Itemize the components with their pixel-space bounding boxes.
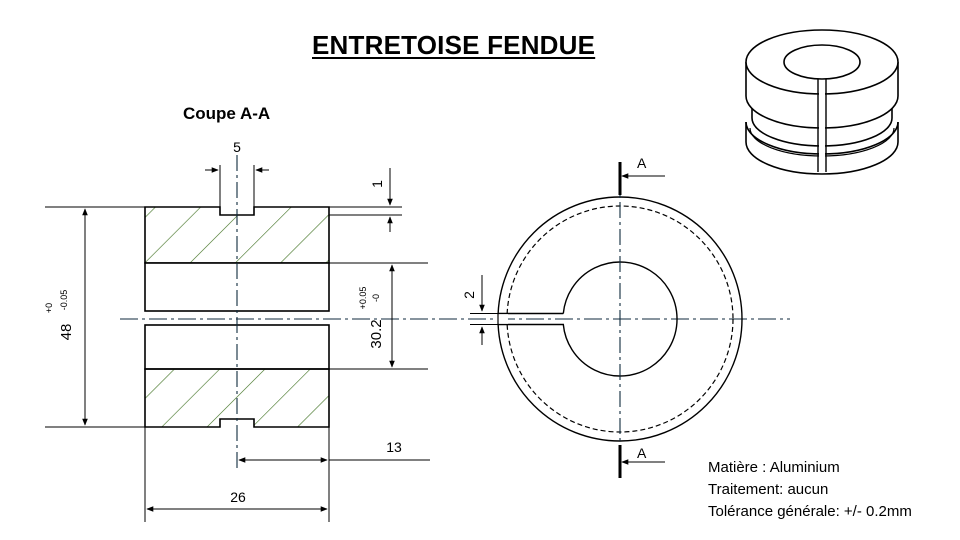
drawing-title: ENTRETOISE FENDUE <box>312 30 596 60</box>
dim-outer-tol-lower: -0.05 <box>59 290 69 311</box>
dim-slot-width: 5 <box>233 139 241 155</box>
cut-marker-top: A <box>637 155 647 171</box>
dim-groove-depth: 1 <box>369 180 385 188</box>
section-label: Coupe A-A <box>183 104 271 123</box>
inner-bore-with-split <box>498 261 678 377</box>
spec-treatment: Traitement: aucun <box>708 481 829 498</box>
dim-total-width: 26 <box>230 489 246 505</box>
dim-half-width: 13 <box>386 439 402 455</box>
dim-inner-tol-upper: +0.05 <box>358 287 368 310</box>
spec-tolerance: Tolérance générale: +/- 0.2mm <box>708 503 912 520</box>
front-view: A A 2 <box>461 155 743 478</box>
cut-marker-bottom: A <box>637 445 647 461</box>
specifications-block: Matière : Aluminium Traitement: aucun To… <box>708 457 912 523</box>
dim-split-gap: 2 <box>461 291 477 299</box>
dim-outer-diameter: 48 <box>58 324 75 341</box>
dim-inner-diameter: 30.2 <box>368 319 385 348</box>
section-view: 5 1 48 +0 -0.05 30.2 +0.05 -0 13 26 <box>44 139 790 522</box>
isometric-view <box>745 29 899 175</box>
dim-inner-tol-lower: -0 <box>371 294 381 302</box>
spec-material: Matière : Aluminium <box>708 459 840 476</box>
dim-outer-tol-upper: +0 <box>44 303 54 313</box>
